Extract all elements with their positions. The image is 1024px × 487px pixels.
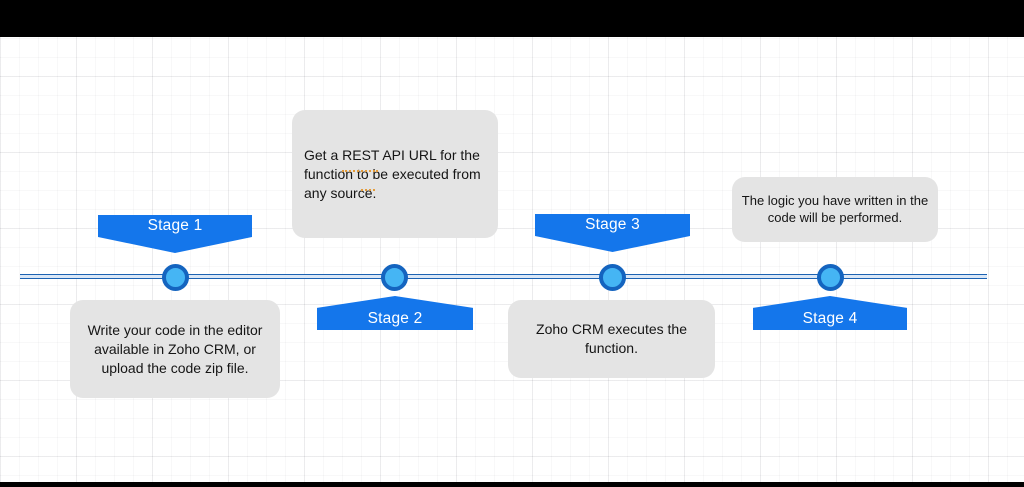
stage-1-description-box: Write your code in the editor available …	[70, 300, 280, 398]
stage-1-description-line: upload the code zip file.	[101, 359, 249, 376]
stage-3-banner: Stage 3	[535, 214, 690, 252]
stage-2-banner-label: Stage 2	[367, 310, 423, 327]
timeline-line	[20, 274, 987, 279]
stage-2-description-line: function to be executed from	[304, 165, 481, 182]
stage-1-description-line: available in Zoho CRM, or	[94, 340, 256, 357]
stage-3-description-box: Zoho CRM executes the function.	[508, 300, 715, 378]
spellcheck-underline	[342, 170, 378, 172]
stage-1-node	[161, 263, 189, 291]
stage-4-banner: Stage 4	[753, 296, 907, 330]
stage-3-description-line: Zoho CRM executes the	[536, 321, 687, 337]
stage-4-node	[816, 263, 844, 291]
stage-2-banner: Stage 2	[317, 296, 473, 330]
stage-4-description-box: The logic you have written in the code w…	[732, 177, 938, 242]
stage-2-description-line: any source.	[304, 184, 377, 201]
top-letterbox-bar	[0, 0, 1024, 37]
stage-3-banner-label: Stage 3	[585, 216, 640, 233]
stage-4-description-line: The logic you have written in the	[741, 193, 929, 208]
stage-1-description-line: Write your code in the editor	[87, 321, 263, 338]
spellcheck-underline	[361, 189, 375, 191]
stage-3-description-line: function.	[585, 340, 638, 356]
stage-3-node	[598, 263, 626, 291]
stage-4-description-line: code will be performed.	[767, 209, 903, 225]
stage-2-node	[380, 263, 408, 291]
stage-2-description-line: Get a REST API URL for the	[304, 146, 480, 163]
bottom-letterbox-bar	[0, 482, 1024, 487]
stage-4-banner-label: Stage 4	[802, 310, 858, 327]
stage-1-banner: Stage 1	[98, 215, 252, 253]
stage-1-banner-label: Stage 1	[147, 217, 203, 234]
stage-2-description-box: Get a REST API URL for the function to b…	[292, 110, 498, 238]
